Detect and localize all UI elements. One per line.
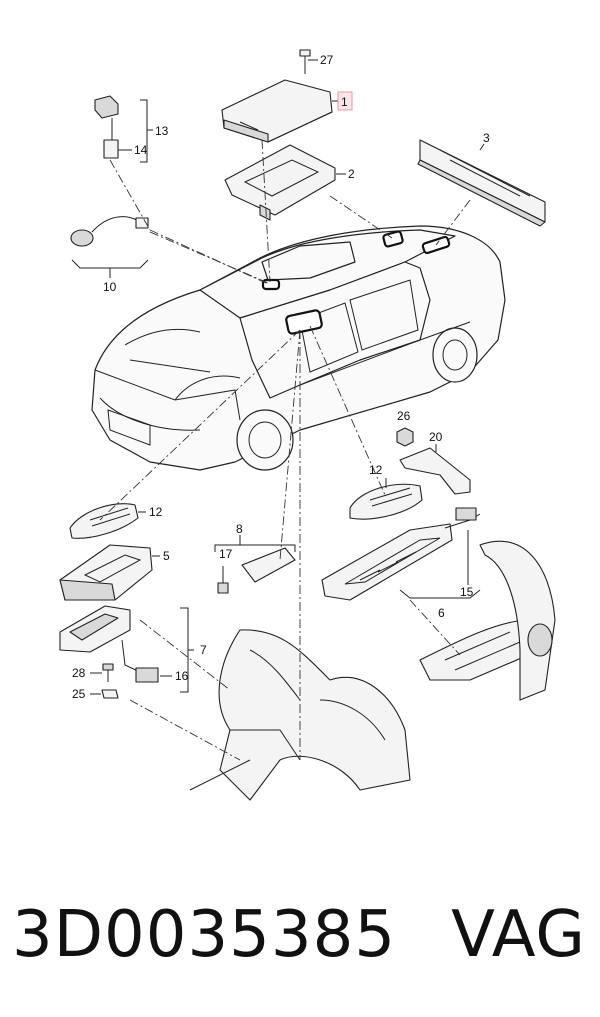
callout-10: 10 xyxy=(103,280,117,294)
part-17-clip xyxy=(217,566,229,594)
callout-7: 7 xyxy=(200,643,207,657)
part-13-sensor xyxy=(94,95,119,159)
callout-8: 8 xyxy=(236,522,243,536)
brand-name: VAG xyxy=(451,898,586,972)
part-number: 3D0035385 xyxy=(12,898,397,972)
part-1-control-unit xyxy=(221,79,333,143)
callout-17: 17 xyxy=(219,547,233,561)
callout-3: 3 xyxy=(483,131,490,145)
part-18-cover xyxy=(241,547,296,583)
part-15-cable xyxy=(444,507,481,585)
part-25-clip xyxy=(101,689,119,699)
leader-lines xyxy=(99,139,471,761)
callout-25: 25 xyxy=(72,687,86,701)
footer: 3D0035385 VAG xyxy=(0,880,600,990)
callout-5: 5 xyxy=(163,549,170,563)
callout-26: 26 xyxy=(397,409,411,423)
callout-27: 27 xyxy=(320,53,334,67)
part-3-antenna xyxy=(417,139,546,227)
callout-6: 6 xyxy=(438,606,445,620)
seat-trim-illustration xyxy=(189,629,411,801)
callout-15: 15 xyxy=(460,585,474,599)
part-2-bracket xyxy=(224,144,336,221)
parts-diagram: 27 1 2 3 13 14 10 26 20 12 12 5 8 17 18 … xyxy=(59,49,556,801)
part-12-remote-right xyxy=(349,483,423,520)
callout-28: 28 xyxy=(72,666,86,680)
callout-1-highlight xyxy=(337,91,353,111)
part-10-microphone xyxy=(70,216,149,247)
part-7-holder xyxy=(59,605,131,653)
callout-12-right: 12 xyxy=(369,463,383,477)
part-16-connector xyxy=(121,639,159,683)
part-6-console xyxy=(321,523,453,601)
location-marker-console xyxy=(285,309,323,335)
callout-2: 2 xyxy=(348,167,355,181)
callout-20: 20 xyxy=(429,430,443,444)
callout-16: 16 xyxy=(175,669,189,683)
location-marker-mirror xyxy=(261,278,281,291)
callout-12-left: 12 xyxy=(149,505,163,519)
part-12-remote-left xyxy=(69,503,139,539)
part-5-cradle xyxy=(59,544,153,601)
screw-27 xyxy=(299,49,311,74)
part-26-nut xyxy=(396,427,414,447)
callout-13: 13 xyxy=(155,124,169,138)
callout-14: 14 xyxy=(134,143,148,157)
part-20-holder xyxy=(399,447,471,495)
part-28-screw xyxy=(102,663,114,682)
center-console-illustration xyxy=(419,540,556,701)
callout-1[interactable]: 1 xyxy=(341,95,348,109)
